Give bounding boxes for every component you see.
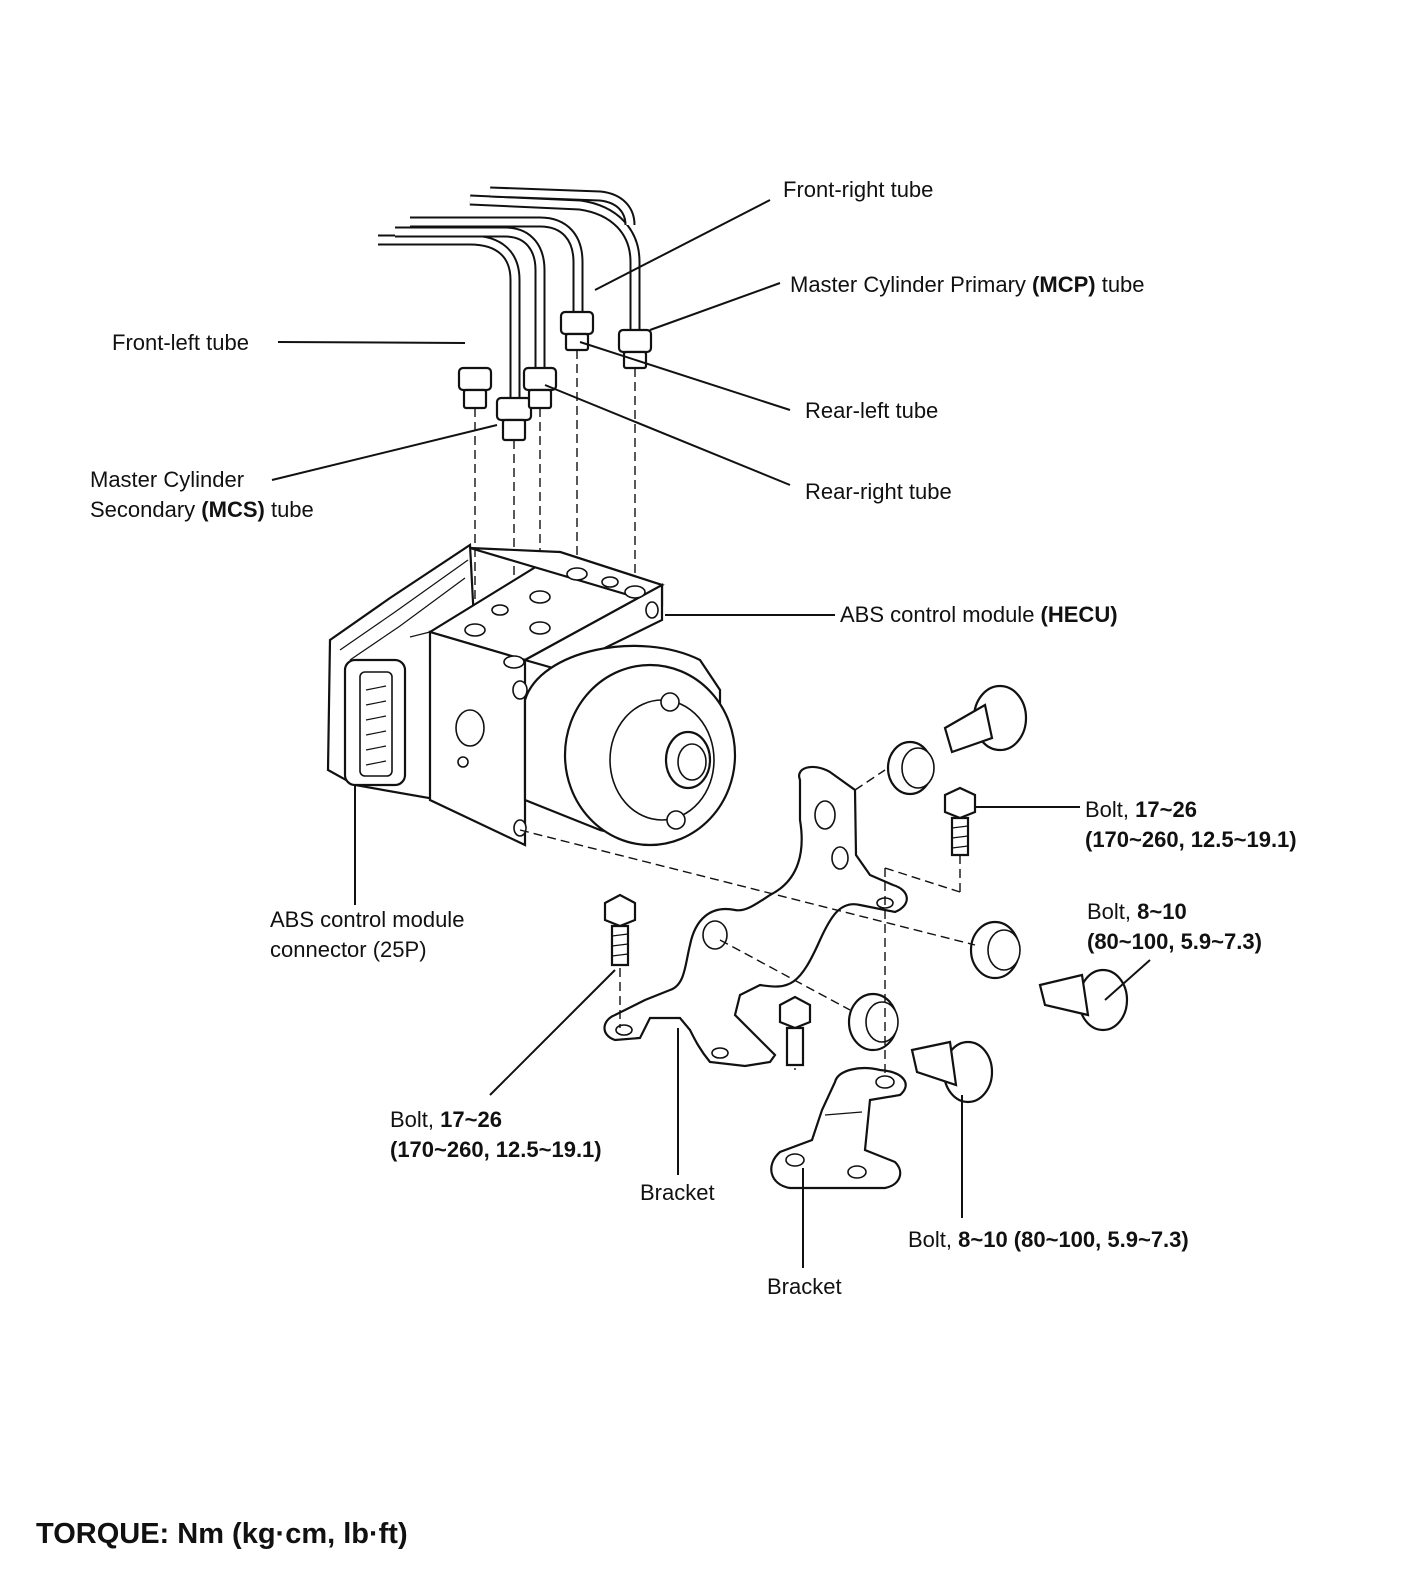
- hecu-abbrev: (HECU): [1040, 602, 1118, 627]
- brake-tubes: [330, 186, 641, 400]
- bolt-upper-right-line2: (170~260, 12.5~19.1): [1085, 827, 1297, 852]
- mcs-tube-abbrev: (MCS): [201, 497, 265, 522]
- label-bolt-upper-right: Bolt, 17~26 (170~260, 12.5~19.1): [1085, 795, 1297, 855]
- label-mcp-tube: Master Cylinder Primary (MCP) tube: [790, 270, 1145, 300]
- bolt-mid-right-prefix: Bolt,: [1087, 899, 1138, 924]
- label-bolt-left: Bolt, 17~26 (170~260, 12.5~19.1): [390, 1105, 602, 1165]
- bolt-upper-right-line1: Bolt, 17~26: [1085, 795, 1297, 825]
- lower-bracket: [770, 1066, 907, 1190]
- mcp-tube-abbrev: (MCP): [1032, 272, 1096, 297]
- leader-lines: [271, 199, 1151, 1268]
- bolt-mid-right-torque: 8~10: [1137, 899, 1187, 924]
- tube-fittings: [457, 310, 653, 442]
- label-bolt-bottom: Bolt, 8~10 (80~100, 5.9~7.3): [908, 1225, 1189, 1255]
- bracket-upper-text: Bracket: [640, 1180, 715, 1205]
- mcp-tube-text: Master Cylinder Primary: [790, 272, 1033, 297]
- label-hecu: ABS control module (HECU): [840, 600, 1118, 630]
- label-mcs-tube: Master Cylinder Secondary (MCS) tube: [90, 465, 314, 525]
- connector-line2: connector (25P): [270, 937, 427, 962]
- label-front-left-tube: Front-left tube: [112, 328, 249, 358]
- label-bracket-lower: Bracket: [767, 1272, 842, 1302]
- rear-right-tube-text: Rear-right tube: [805, 479, 952, 504]
- mcs-tube-line2: Secondary (MCS) tube: [90, 495, 314, 525]
- mcp-tube-suffix: tube: [1095, 272, 1145, 297]
- bolt-mid-right-line1: Bolt, 8~10: [1087, 897, 1262, 927]
- label-rear-right-tube: Rear-right tube: [805, 477, 952, 507]
- mcs-tube-suffix: tube: [264, 497, 314, 522]
- bolt-mid-right-line2: (80~100, 5.9~7.3): [1087, 929, 1262, 954]
- bolt-left-line2: (170~260, 12.5~19.1): [390, 1137, 602, 1162]
- bolt-left-prefix: Bolt,: [390, 1107, 441, 1132]
- hecu-text: ABS control module: [840, 602, 1041, 627]
- bolts-and-grommets: [603, 684, 1129, 1104]
- bracket-lower-text: Bracket: [767, 1274, 842, 1299]
- label-front-right-tube: Front-right tube: [783, 175, 933, 205]
- mcs-tube-text: Secondary: [90, 497, 202, 522]
- bolt-upper-right-prefix: Bolt,: [1085, 797, 1136, 822]
- hecu-module: [326, 543, 737, 847]
- label-bracket-upper: Bracket: [640, 1178, 715, 1208]
- bolt-upper-right-torque: 17~26: [1135, 797, 1197, 822]
- bolt-bottom-prefix: Bolt,: [908, 1227, 959, 1252]
- bolt-left-torque: 17~26: [440, 1107, 502, 1132]
- assembly-lines: [519, 769, 976, 1075]
- front-right-tube-text: Front-right tube: [783, 177, 934, 202]
- mcs-tube-line1: Master Cylinder: [90, 467, 245, 492]
- label-bolt-mid-right: Bolt, 8~10 (80~100, 5.9~7.3): [1087, 897, 1262, 957]
- connector-line1: ABS control module: [270, 907, 465, 932]
- front-left-tube-text: Front-left tube: [112, 330, 249, 355]
- label-connector: ABS control module connector (25P): [270, 905, 464, 965]
- bolt-bottom-torque: 8~10 (80~100, 5.9~7.3): [958, 1227, 1189, 1252]
- bolt-left-line1: Bolt, 17~26: [390, 1105, 602, 1135]
- upper-bracket: [603, 765, 908, 1068]
- label-rear-left-tube: Rear-left tube: [805, 396, 938, 426]
- rear-left-tube-text: Rear-left tube: [805, 398, 939, 423]
- torque-units-note: TORQUE: Nm (kg·cm, lb·ft): [36, 1518, 408, 1550]
